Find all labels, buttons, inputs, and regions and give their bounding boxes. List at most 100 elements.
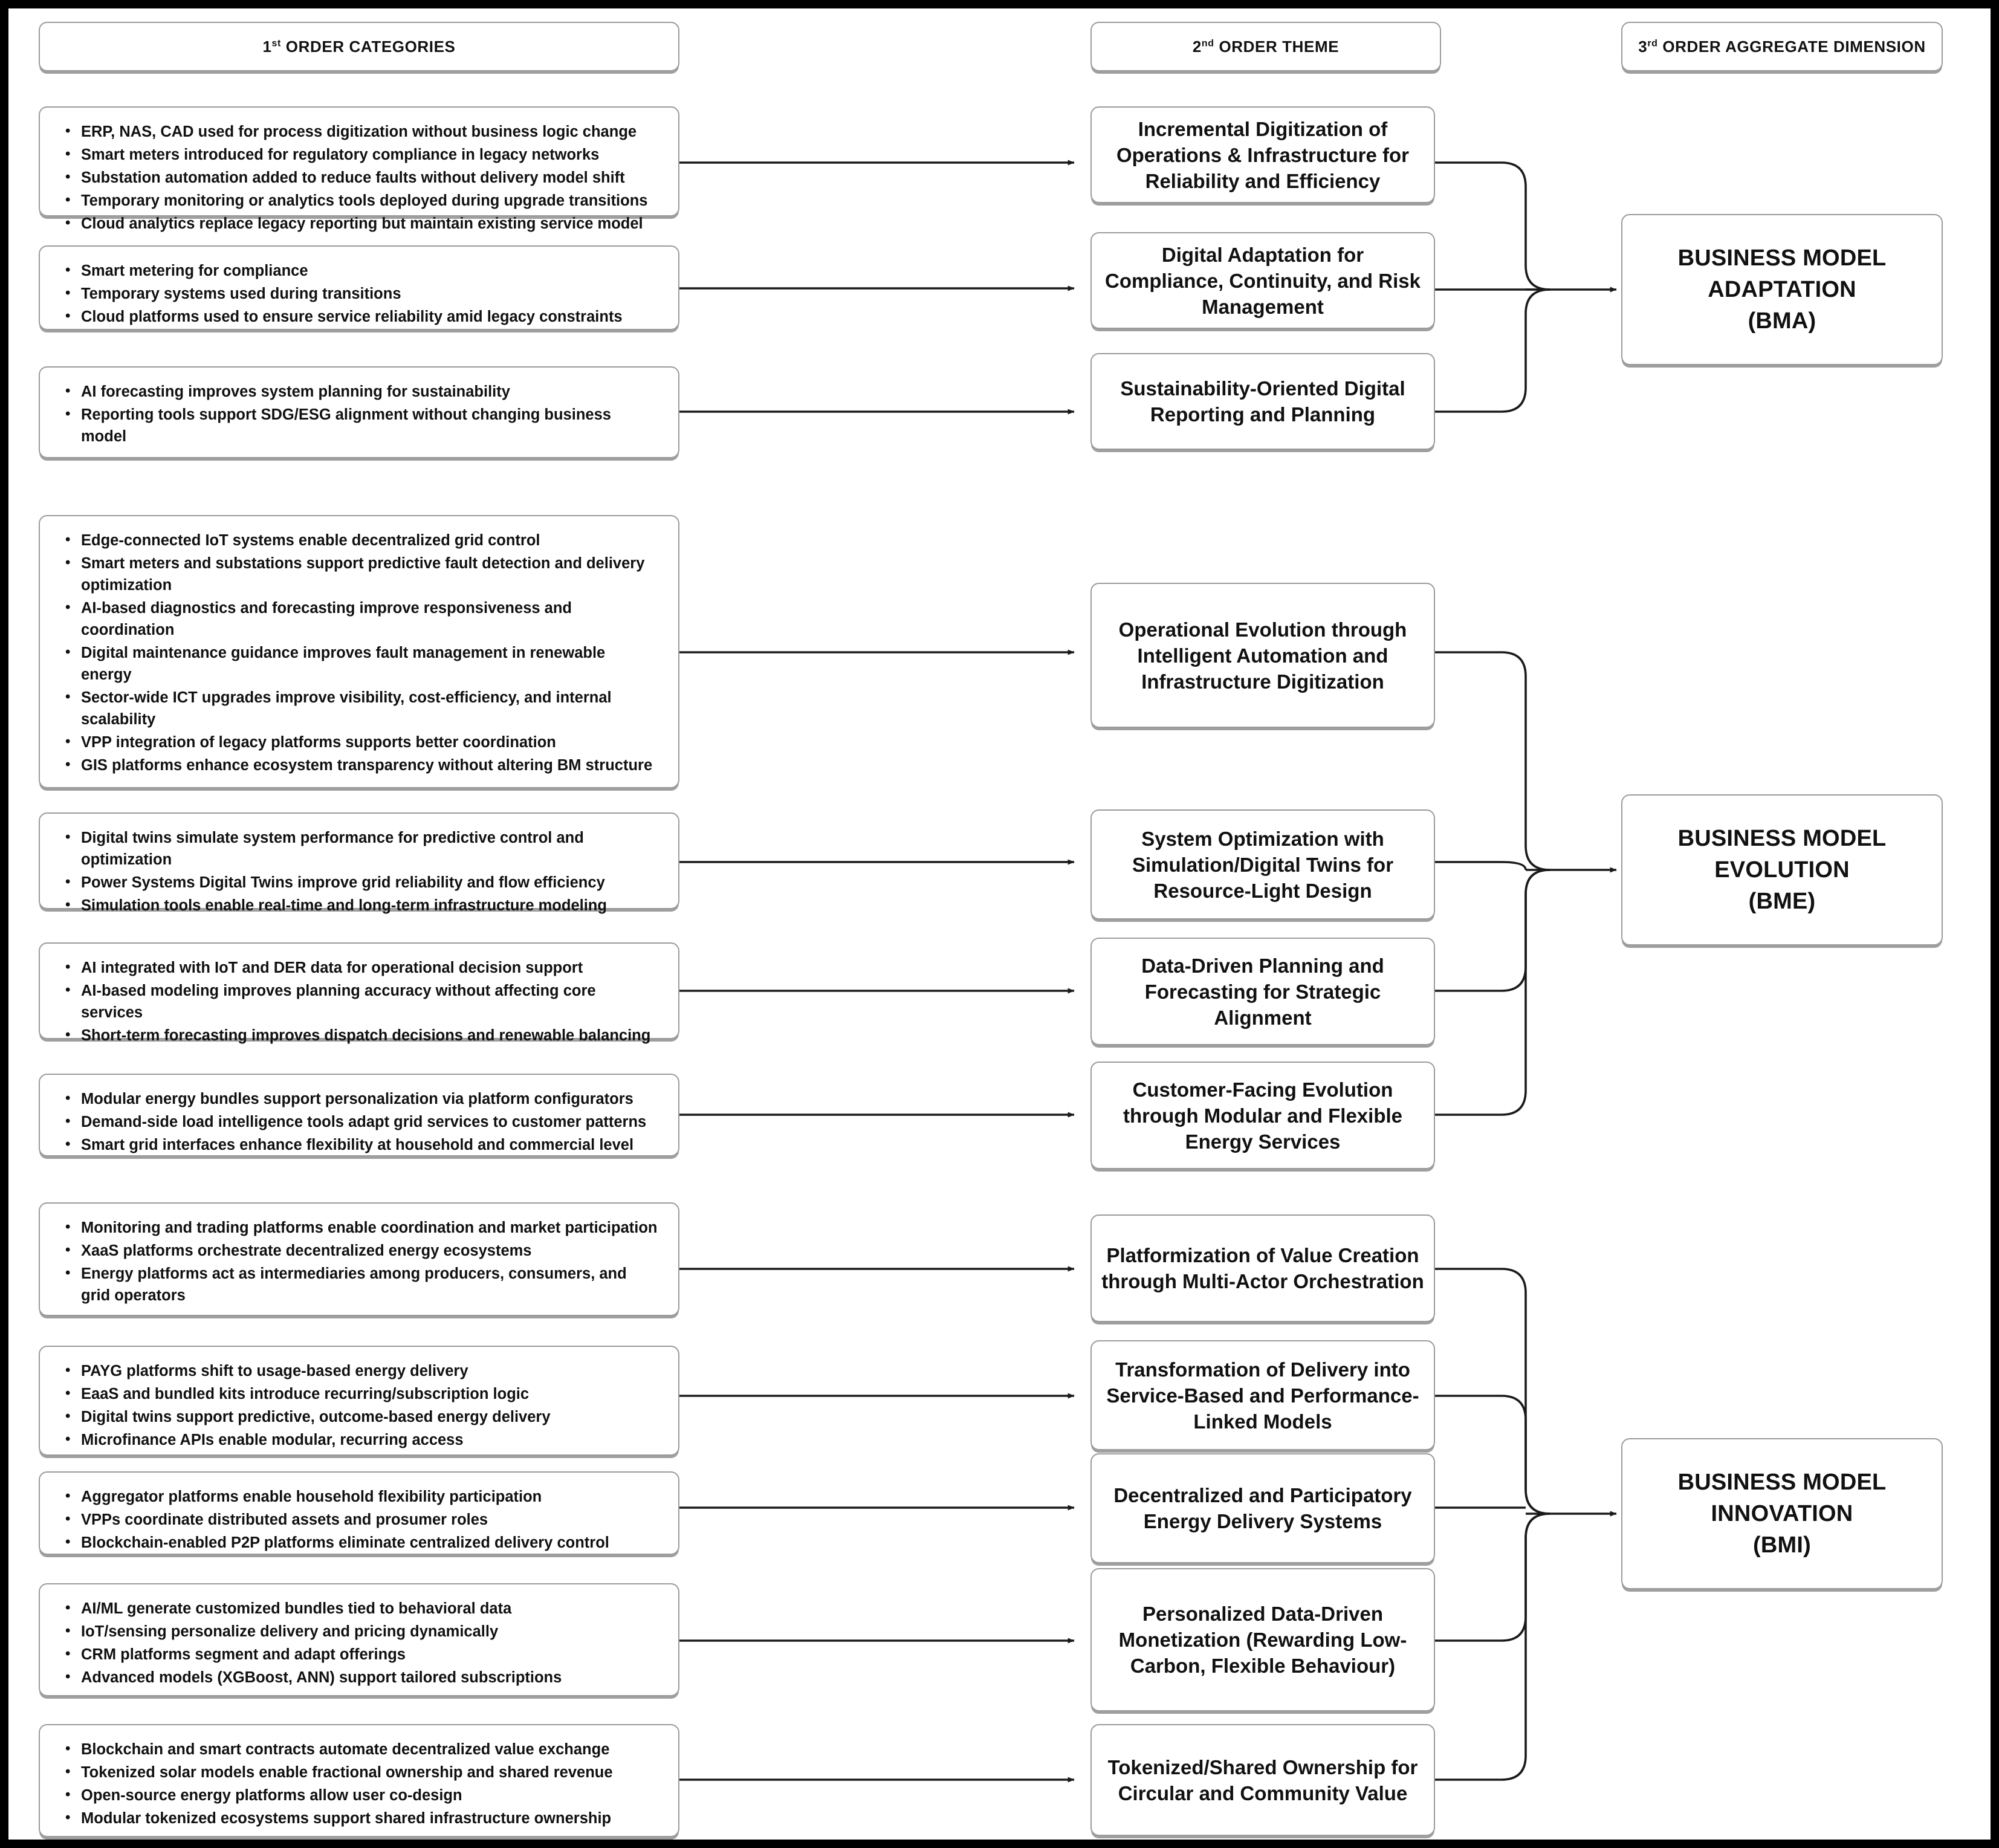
bullet-list: Aggregator platforms enable household fl… bbox=[58, 1485, 658, 1554]
dimension-box-bme[interactable]: BUSINESS MODEL EVOLUTION (BME) bbox=[1621, 794, 1943, 945]
category-box-4[interactable]: Edge-connected IoT systems enable decent… bbox=[39, 515, 679, 788]
theme-label: Sustainability-Oriented Digital Reportin… bbox=[1120, 377, 1405, 426]
list-item: Advanced models (XGBoost, ANN) support t… bbox=[65, 1666, 658, 1688]
list-item: CRM platforms segment and adapt offering… bbox=[65, 1643, 658, 1665]
list-item: Blockchain and smart contracts automate … bbox=[65, 1738, 658, 1760]
header-first-order: 1st ORDER CATEGORIES bbox=[39, 22, 679, 71]
theme-box-12[interactable]: Tokenized/Shared Ownership for Circular … bbox=[1090, 1724, 1435, 1836]
dimension-label: BUSINESS MODEL EVOLUTION (BME) bbox=[1678, 823, 1887, 917]
theme-box-7[interactable]: Customer-Facing Evolution through Modula… bbox=[1090, 1062, 1435, 1169]
list-item: Power Systems Digital Twins improve grid… bbox=[65, 871, 658, 893]
list-item: PAYG platforms shift to usage-based ener… bbox=[65, 1360, 658, 1382]
bullet-list: Modular energy bundles support personali… bbox=[58, 1088, 658, 1156]
theme-label: System Optimization with Simulation/Digi… bbox=[1132, 827, 1394, 902]
diagram-canvas: 1st ORDER CATEGORIES 2nd ORDER THEME 3rd… bbox=[8, 8, 1991, 1840]
header-second-order: 2nd ORDER THEME bbox=[1090, 22, 1441, 71]
list-item: AI/ML generate customized bundles tied t… bbox=[65, 1597, 658, 1619]
list-item: Edge-connected IoT systems enable decent… bbox=[65, 529, 658, 551]
list-item: XaaS platforms orchestrate decentralized… bbox=[65, 1239, 658, 1262]
theme-box-11[interactable]: Personalized Data-Driven Monetization (R… bbox=[1090, 1568, 1435, 1711]
dimension-box-bma[interactable]: BUSINESS MODEL ADAPTATION (BMA) bbox=[1621, 214, 1943, 365]
dimension-line-3: (BMA) bbox=[1748, 308, 1816, 334]
category-box-7[interactable]: Modular energy bundles support personali… bbox=[39, 1074, 679, 1156]
header-third-order: 3rd ORDER AGGREGATE DIMENSION bbox=[1621, 22, 1943, 71]
connector-theme9-bmi bbox=[1432, 1395, 1550, 1515]
list-item: Smart meters introduced for regulatory c… bbox=[65, 143, 658, 166]
list-item: Open-source energy platforms allow user … bbox=[65, 1784, 658, 1806]
bullet-list: ERP, NAS, CAD used for process digitizat… bbox=[58, 120, 658, 235]
dimension-line-2: EVOLUTION bbox=[1714, 857, 1850, 883]
list-item: Aggregator platforms enable household fl… bbox=[65, 1485, 658, 1508]
list-item: Smart grid interfaces enhance flexibilit… bbox=[65, 1133, 658, 1156]
bullet-list: Monitoring and trading platforms enable … bbox=[58, 1216, 658, 1306]
list-item: AI forecasting improves system planning … bbox=[65, 380, 658, 403]
list-item: Demand-side load intelligence tools adap… bbox=[65, 1110, 658, 1133]
category-box-10[interactable]: Aggregator platforms enable household fl… bbox=[39, 1471, 679, 1555]
category-box-6[interactable]: AI integrated with IoT and DER data for … bbox=[39, 942, 679, 1046]
list-item: Substation automation added to reduce fa… bbox=[65, 166, 658, 189]
list-item: GIS platforms enhance ecosystem transpar… bbox=[65, 754, 658, 776]
list-item: Cloud platforms used to ensure service r… bbox=[65, 305, 658, 328]
category-box-1[interactable]: ERP, NAS, CAD used for process digitizat… bbox=[39, 106, 679, 234]
theme-box-1[interactable]: Incremental Digitization of Operations &… bbox=[1090, 106, 1435, 203]
dimension-line-1: BUSINESS MODEL bbox=[1677, 245, 1887, 271]
list-item: AI-based diagnostics and forecasting imp… bbox=[65, 597, 658, 641]
bullet-list: AI integrated with IoT and DER data for … bbox=[58, 956, 658, 1046]
theme-label: Incremental Digitization of Operations &… bbox=[1116, 117, 1410, 192]
theme-box-3[interactable]: Sustainability-Oriented Digital Reportin… bbox=[1090, 353, 1435, 450]
list-item: Blockchain-enabled P2P platforms elimina… bbox=[65, 1531, 658, 1554]
category-box-11[interactable]: AI/ML generate customized bundles tied t… bbox=[39, 1583, 679, 1696]
list-item: IoT/sensing personalize delivery and pri… bbox=[65, 1620, 658, 1642]
theme-box-8[interactable]: Platformization of Value Creation throug… bbox=[1090, 1214, 1435, 1322]
theme-box-9[interactable]: Transformation of Delivery into Service-… bbox=[1090, 1340, 1435, 1450]
header-first-order-label: 1st ORDER CATEGORIES bbox=[262, 37, 456, 56]
connector-theme6-bme bbox=[1432, 869, 1550, 992]
theme-box-4[interactable]: Operational Evolution through Intelligen… bbox=[1090, 583, 1435, 728]
bullet-list: AI/ML generate customized bundles tied t… bbox=[58, 1597, 658, 1688]
theme-label: Tokenized/Shared Ownership for Circular … bbox=[1107, 1756, 1418, 1804]
theme-box-6[interactable]: Data-Driven Planning and Forecasting for… bbox=[1090, 938, 1435, 1045]
dimension-line-1: BUSINESS MODEL bbox=[1677, 1470, 1887, 1495]
connector-theme7-bme bbox=[1432, 869, 1550, 1116]
list-item: Digital maintenance guidance improves fa… bbox=[65, 641, 658, 686]
dimension-line-2: ADAPTATION bbox=[1708, 277, 1856, 302]
bullet-list: PAYG platforms shift to usage-based ener… bbox=[58, 1360, 658, 1451]
list-item: Tokenized solar models enable fractional… bbox=[65, 1761, 658, 1783]
connector-theme1-bma bbox=[1432, 161, 1550, 291]
list-item: Digital twins simulate system performanc… bbox=[65, 826, 658, 871]
category-box-5[interactable]: Digital twins simulate system performanc… bbox=[39, 812, 679, 916]
bullet-list: Smart metering for compliance Temporary … bbox=[58, 259, 658, 328]
theme-box-2[interactable]: Digital Adaptation for Compliance, Conti… bbox=[1090, 232, 1435, 329]
dimension-box-bmi[interactable]: BUSINESS MODEL INNOVATION (BMI) bbox=[1621, 1438, 1943, 1589]
connector-theme12-bmi bbox=[1432, 1512, 1550, 1781]
bullet-list: AI forecasting improves system planning … bbox=[58, 380, 658, 447]
theme-label: Digital Adaptation for Compliance, Conti… bbox=[1105, 243, 1421, 318]
list-item: Temporary systems used during transition… bbox=[65, 282, 658, 305]
theme-label: Operational Evolution through Intelligen… bbox=[1118, 618, 1407, 693]
category-box-9[interactable]: PAYG platforms shift to usage-based ener… bbox=[39, 1346, 679, 1456]
category-box-3[interactable]: AI forecasting improves system planning … bbox=[39, 366, 679, 458]
list-item: Microfinance APIs enable modular, recurr… bbox=[65, 1428, 658, 1451]
theme-label: Transformation of Delivery into Service-… bbox=[1106, 1358, 1419, 1433]
header-third-order-label: 3rd ORDER AGGREGATE DIMENSION bbox=[1638, 37, 1926, 56]
list-item: Modular energy bundles support personali… bbox=[65, 1088, 658, 1110]
theme-box-10[interactable]: Decentralized and Participatory Energy D… bbox=[1090, 1453, 1435, 1563]
theme-label: Decentralized and Participatory Energy D… bbox=[1113, 1484, 1412, 1532]
list-item: Smart metering for compliance bbox=[65, 259, 658, 282]
list-item: Short-term forecasting improves dispatch… bbox=[65, 1024, 658, 1046]
dimension-label: BUSINESS MODEL INNOVATION (BMI) bbox=[1678, 1467, 1887, 1561]
list-item: AI-based modeling improves planning accu… bbox=[65, 979, 658, 1023]
list-item: VPPs coordinate distributed assets and p… bbox=[65, 1508, 658, 1531]
list-item: Sector-wide ICT upgrades improve visibil… bbox=[65, 686, 658, 730]
theme-box-5[interactable]: System Optimization with Simulation/Digi… bbox=[1090, 809, 1435, 919]
header-second-order-label: 2nd ORDER THEME bbox=[1192, 37, 1340, 56]
bullet-list: Edge-connected IoT systems enable decent… bbox=[58, 529, 658, 776]
category-box-2[interactable]: Smart metering for compliance Temporary … bbox=[39, 245, 679, 330]
category-box-8[interactable]: Monitoring and trading platforms enable … bbox=[39, 1202, 679, 1316]
category-box-12[interactable]: Blockchain and smart contracts automate … bbox=[39, 1724, 679, 1837]
connector-theme3-bma bbox=[1432, 288, 1550, 413]
theme-label: Platformization of Value Creation throug… bbox=[1101, 1244, 1424, 1292]
list-item: Simulation tools enable real-time and lo… bbox=[65, 894, 658, 916]
list-item: EaaS and bundled kits introduce recurrin… bbox=[65, 1383, 658, 1405]
